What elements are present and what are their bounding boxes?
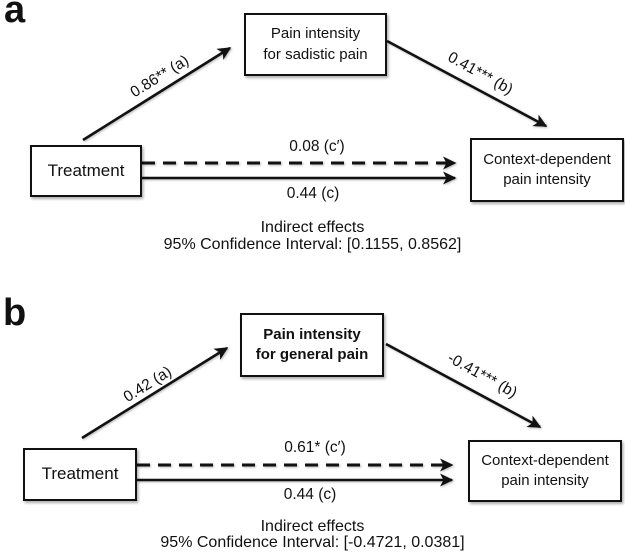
panel-a-arrows <box>82 39 548 185</box>
outcome-box-line1: Context-dependent <box>483 150 611 168</box>
mediator-box-line1: Pain intensity <box>263 325 361 343</box>
path-c-coefficient: 0.44 (c) <box>286 185 340 202</box>
mediator-box: Pain intensity for sadistic pain <box>244 13 387 76</box>
panel-b: b Treatment Pain intensity for general p… <box>0 278 625 556</box>
mediator-box-line1: Pain intensity <box>270 25 361 43</box>
confidence-interval: 95% Confidence Interval: [-0.4721, 0.038… <box>160 534 465 551</box>
treatment-box-label: Treatment <box>41 464 119 484</box>
panel-a: a Treatment Pain intensity for sadistic … <box>4 0 624 253</box>
path-a-arrow <box>81 346 229 440</box>
indirect-effects-title: Indirect effects <box>260 518 365 535</box>
outcome-box: Context-dependent pain intensity <box>470 138 624 202</box>
mediator-box-line2: for general pain <box>255 346 369 363</box>
outcome-box-line2: pain intensity <box>501 472 589 489</box>
outcome-box: Context-dependent pain intensity <box>468 440 622 502</box>
mediator-box: Pain intensity for general pain <box>240 313 384 377</box>
outcome-box-line2: pain intensity <box>503 171 591 188</box>
confidence-interval: 95% Confidence Interval: [0.1155, 0.8562… <box>163 236 462 253</box>
panel-a-label: a <box>4 0 26 31</box>
path-c-coefficient: 0.44 (c) <box>283 486 337 503</box>
path-a-arrow <box>82 46 232 142</box>
path-b-arrow <box>386 39 548 128</box>
outcome-box-line1: Context-dependent <box>481 451 609 469</box>
treatment-box: Treatment <box>30 145 142 197</box>
treatment-box: Treatment <box>23 448 137 501</box>
treatment-box-label: Treatment <box>47 160 125 180</box>
path-c-prime-coefficient: 0.61* (c′) <box>284 439 346 456</box>
mediator-box-line2: for sadistic pain <box>263 45 368 63</box>
path-c-prime-coefficient: 0.08 (c′) <box>289 138 345 155</box>
panel-b-arrows <box>81 342 542 487</box>
path-b-arrow <box>385 342 542 429</box>
panel-b-label: b <box>3 292 27 334</box>
indirect-effects-title: Indirect effects <box>260 219 365 236</box>
